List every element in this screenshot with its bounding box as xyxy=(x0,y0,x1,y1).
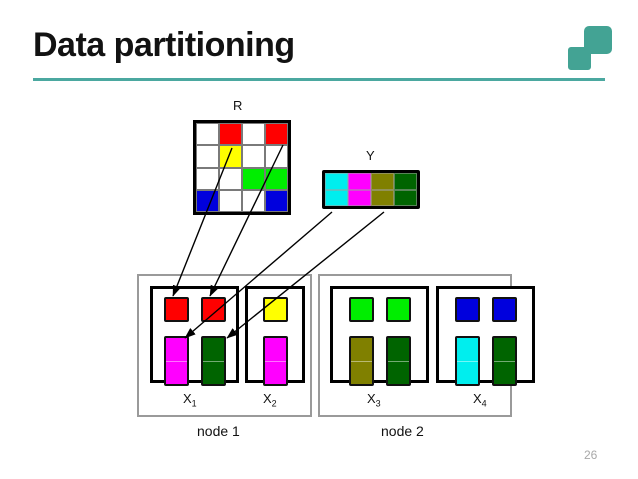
matrix-r-cell-4-4 xyxy=(265,189,288,212)
matrix-r-cell-3-1 xyxy=(196,167,219,190)
block-x1-top-1 xyxy=(163,297,189,322)
block-x4-top-1 xyxy=(454,297,480,322)
matrix-r-cell-2-4 xyxy=(265,145,288,168)
logo-square-front xyxy=(584,26,612,54)
matrix-y-cell-2-1 xyxy=(325,189,348,206)
matrix-r-cell-1-2 xyxy=(219,123,242,146)
block-x4-bottom-1 xyxy=(454,336,480,386)
block-x3-bottom-1 xyxy=(348,336,374,386)
block-x2-bottom-1 xyxy=(262,336,288,386)
partition-label-base: X xyxy=(473,391,482,406)
partition-label-x3: X3 xyxy=(367,391,381,409)
block-divider xyxy=(202,361,224,362)
slide-number: 26 xyxy=(584,448,598,462)
partition-label-subscript: 4 xyxy=(481,398,487,409)
matrix-y-cell-1-3 xyxy=(371,173,394,190)
matrix-r-cell-2-3 xyxy=(242,145,265,168)
matrix-r-cell-1-3 xyxy=(242,123,265,146)
matrix-label-y: Y xyxy=(366,148,375,163)
page-title: Data partitioning xyxy=(33,26,295,64)
matrix-y-cell-2-4 xyxy=(394,189,417,206)
matrix-r-cell-1-1 xyxy=(196,123,219,146)
title-underline xyxy=(33,78,605,81)
partition-label-subscript: 3 xyxy=(375,398,381,409)
matrix-y-cell-1-4 xyxy=(394,173,417,190)
matrix-y-cell-2-3 xyxy=(371,189,394,206)
matrix-y xyxy=(322,170,420,209)
block-divider xyxy=(493,361,515,362)
partition-label-x4: X4 xyxy=(473,391,487,409)
node-label-2: node 2 xyxy=(381,423,424,439)
matrix-label-r: R xyxy=(233,98,243,113)
block-divider xyxy=(165,361,187,362)
matrix-r-cell-2-2 xyxy=(219,145,242,168)
matrix-r-cell-3-2 xyxy=(219,167,242,190)
matrix-r-cell-3-4 xyxy=(265,167,288,190)
block-divider xyxy=(350,361,372,362)
partition-label-base: X xyxy=(183,391,192,406)
block-x4-bottom-2 xyxy=(491,336,517,386)
matrix-r xyxy=(193,120,291,215)
matrix-r-cell-4-1 xyxy=(196,189,219,212)
matrix-r-cell-1-4 xyxy=(265,123,288,146)
matrix-y-cell-2-2 xyxy=(348,189,371,206)
block-x2-top-1 xyxy=(262,297,288,322)
block-x3-top-1 xyxy=(348,297,374,322)
block-x3-bottom-2 xyxy=(385,336,411,386)
partition-label-x2: X2 xyxy=(263,391,277,409)
partition-label-base: X xyxy=(367,391,376,406)
block-divider xyxy=(387,361,409,362)
matrix-r-cell-2-1 xyxy=(196,145,219,168)
matrix-r-cell-4-3 xyxy=(242,189,265,212)
partition-label-x1: X1 xyxy=(183,391,197,409)
block-x1-top-2 xyxy=(200,297,226,322)
block-divider xyxy=(456,361,478,362)
block-x4-top-2 xyxy=(491,297,517,322)
partition-x3 xyxy=(330,286,429,383)
partition-x4 xyxy=(436,286,535,383)
block-x1-bottom-2 xyxy=(200,336,226,386)
block-x3-top-2 xyxy=(385,297,411,322)
matrix-y-cell-1-2 xyxy=(348,173,371,190)
brand-logo-icon xyxy=(566,26,612,72)
matrix-r-cell-4-2 xyxy=(219,189,242,212)
matrix-r-cell-3-3 xyxy=(242,167,265,190)
partition-label-subscript: 1 xyxy=(191,398,197,409)
matrix-y-cell-1-1 xyxy=(325,173,348,190)
node-label-1: node 1 xyxy=(197,423,240,439)
block-divider xyxy=(264,361,286,362)
block-x1-bottom-1 xyxy=(163,336,189,386)
partition-label-base: X xyxy=(263,391,272,406)
partition-label-subscript: 2 xyxy=(271,398,277,409)
